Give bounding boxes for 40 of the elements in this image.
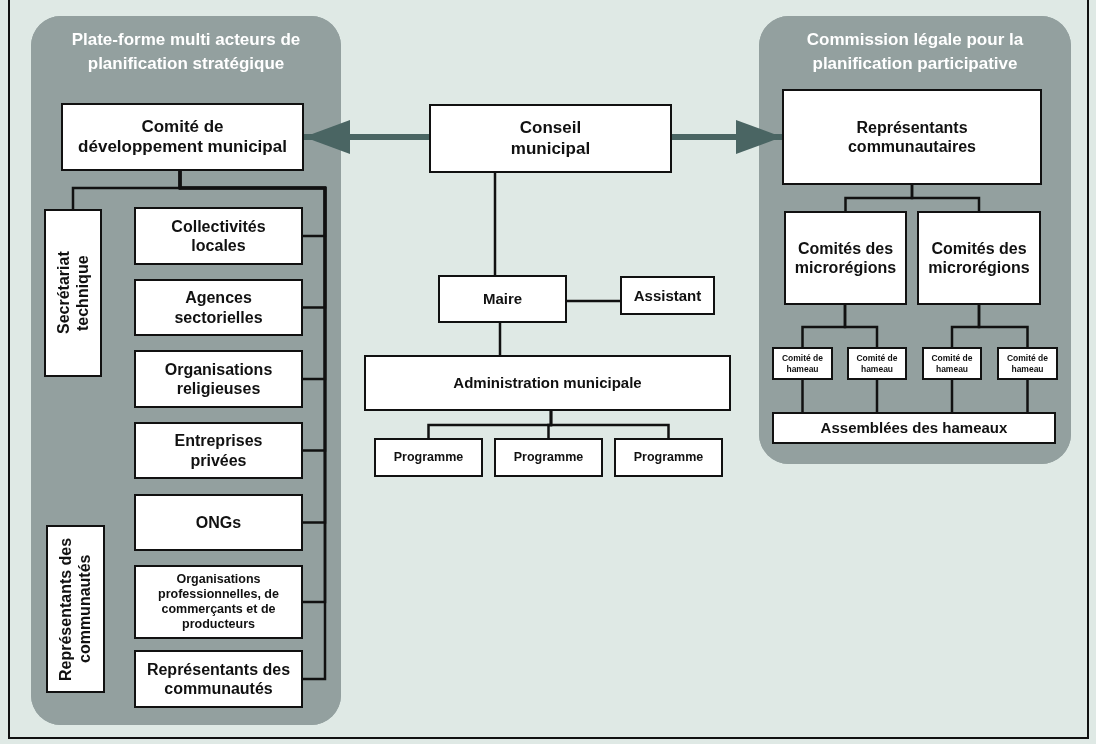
arrow bbox=[304, 120, 429, 154]
org-box: Programme bbox=[494, 438, 603, 477]
org-box: Conseil municipal bbox=[429, 104, 672, 173]
connector-line bbox=[950, 380, 954, 412]
org-box: Collectivités locales bbox=[134, 207, 303, 265]
panel-title: Plate-forme multi acteurs de planification stratégique bbox=[70, 29, 302, 75]
org-box: Comité de hameau bbox=[922, 347, 982, 380]
connector-line bbox=[549, 411, 670, 438]
org-box: Administration municipale bbox=[364, 355, 731, 411]
org-box: Comité de hameau bbox=[997, 347, 1058, 380]
org-box: Représentants des communautés bbox=[134, 650, 303, 708]
org-box: Assistant bbox=[620, 276, 715, 315]
org-box: Secrétariat technique bbox=[44, 209, 102, 377]
org-box: Comité de hameau bbox=[772, 347, 833, 380]
connector-line bbox=[910, 185, 981, 211]
org-box: Comité de développement municipal bbox=[61, 103, 304, 171]
connector-line bbox=[1026, 380, 1029, 412]
connector-line bbox=[843, 305, 879, 347]
connector-line bbox=[977, 305, 1029, 347]
connector-line bbox=[567, 299, 620, 303]
panel-title: Commission légale pour la planification participative bbox=[805, 29, 1025, 75]
connector-line bbox=[498, 323, 502, 355]
connector-line bbox=[875, 380, 879, 412]
connector-line bbox=[801, 380, 804, 412]
org-box: Maire bbox=[438, 275, 567, 323]
org-box: Comité de hameau bbox=[847, 347, 907, 380]
org-box: Représentants des communautés bbox=[46, 525, 105, 693]
org-box: Représentants communautaires bbox=[782, 89, 1042, 185]
org-box: ONGs bbox=[134, 494, 303, 551]
org-box: Agences sectorielles bbox=[134, 279, 303, 336]
org-box: Comités des microrégions bbox=[917, 211, 1041, 305]
org-box: Entreprises privées bbox=[134, 422, 303, 479]
connector-line bbox=[493, 173, 497, 275]
org-box: Organisations religieuses bbox=[134, 350, 303, 408]
org-box: Organisations professionnelles, de commerçants et de producteurs bbox=[134, 565, 303, 639]
org-box: Comités des microrégions bbox=[784, 211, 907, 305]
org-box: Programme bbox=[614, 438, 723, 477]
org-box: Programme bbox=[374, 438, 483, 477]
org-box: Assemblées des hameaux bbox=[772, 412, 1056, 444]
arrow bbox=[672, 120, 782, 154]
